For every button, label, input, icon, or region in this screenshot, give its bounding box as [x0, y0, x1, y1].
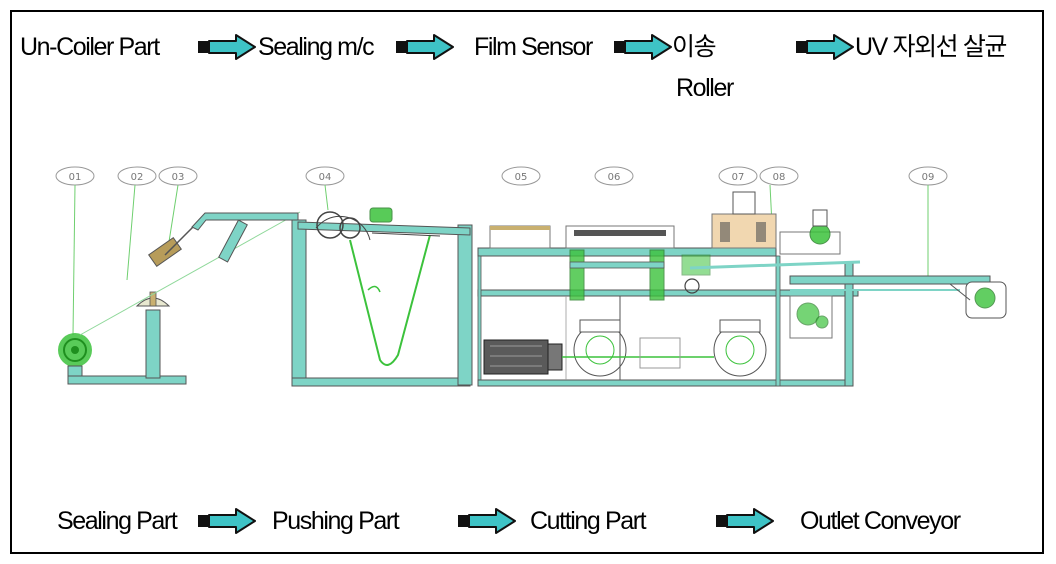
- station-number-05: 05: [501, 166, 541, 186]
- flow-bottom-step-pushing: Pushing Part: [272, 507, 400, 535]
- svg-text:03: 03: [172, 172, 185, 183]
- flow-top-step-uv: UV 자외선 살균: [855, 33, 1007, 61]
- right-arrow-icon: [796, 34, 854, 60]
- station-number-01: 01: [55, 166, 95, 186]
- cutting-gears: [562, 319, 767, 377]
- station-number-07: 07: [718, 166, 758, 186]
- flow-bottom-step-sealing: Sealing Part: [57, 507, 178, 535]
- right-arrow-icon: [198, 34, 256, 60]
- station-number-02: 02: [117, 166, 157, 186]
- svg-text:06: 06: [608, 172, 621, 183]
- station-number-03: 03: [158, 166, 198, 186]
- svg-text:09: 09: [922, 172, 935, 183]
- uncoiler-unit: [58, 211, 301, 385]
- right-arrow-icon: [396, 34, 454, 60]
- outlet-conveyor: [789, 275, 1007, 319]
- svg-text:02: 02: [131, 172, 144, 183]
- flow-bottom-step-outlet: Outlet Conveyor: [800, 507, 961, 535]
- svg-text:08: 08: [773, 172, 786, 183]
- station-number-09: 09: [908, 166, 948, 186]
- flow-bottom-step-cutting: Cutting Part: [530, 507, 647, 535]
- drive-motor: [483, 339, 563, 375]
- flow-top-step-transfer-line1: 이송: [672, 33, 717, 61]
- station-number-06: 06: [594, 166, 634, 186]
- svg-text:04: 04: [319, 172, 332, 183]
- right-arrow-icon: [198, 508, 256, 534]
- sealing-frame: [191, 212, 473, 387]
- svg-text:01: 01: [69, 172, 82, 183]
- right-arrow-icon: [614, 34, 672, 60]
- svg-text:07: 07: [732, 172, 745, 183]
- flow-top-step-uncoiler: Un-Coiler Part: [20, 33, 160, 61]
- flow-top-step-sealing-mc: Sealing m/c: [258, 33, 375, 61]
- right-arrow-icon: [458, 508, 516, 534]
- flow-top-step-film-sensor: Film Sensor: [474, 33, 593, 61]
- main-frame: [477, 191, 861, 387]
- sealing-head: [315, 207, 441, 366]
- flow-top-step-transfer-line2: Roller: [676, 74, 734, 102]
- station-number-08: 08: [759, 166, 799, 186]
- station-number-04: 04: [305, 166, 345, 186]
- svg-text:05: 05: [515, 172, 528, 183]
- right-arrow-icon: [716, 508, 774, 534]
- outlet-drive: [789, 295, 833, 339]
